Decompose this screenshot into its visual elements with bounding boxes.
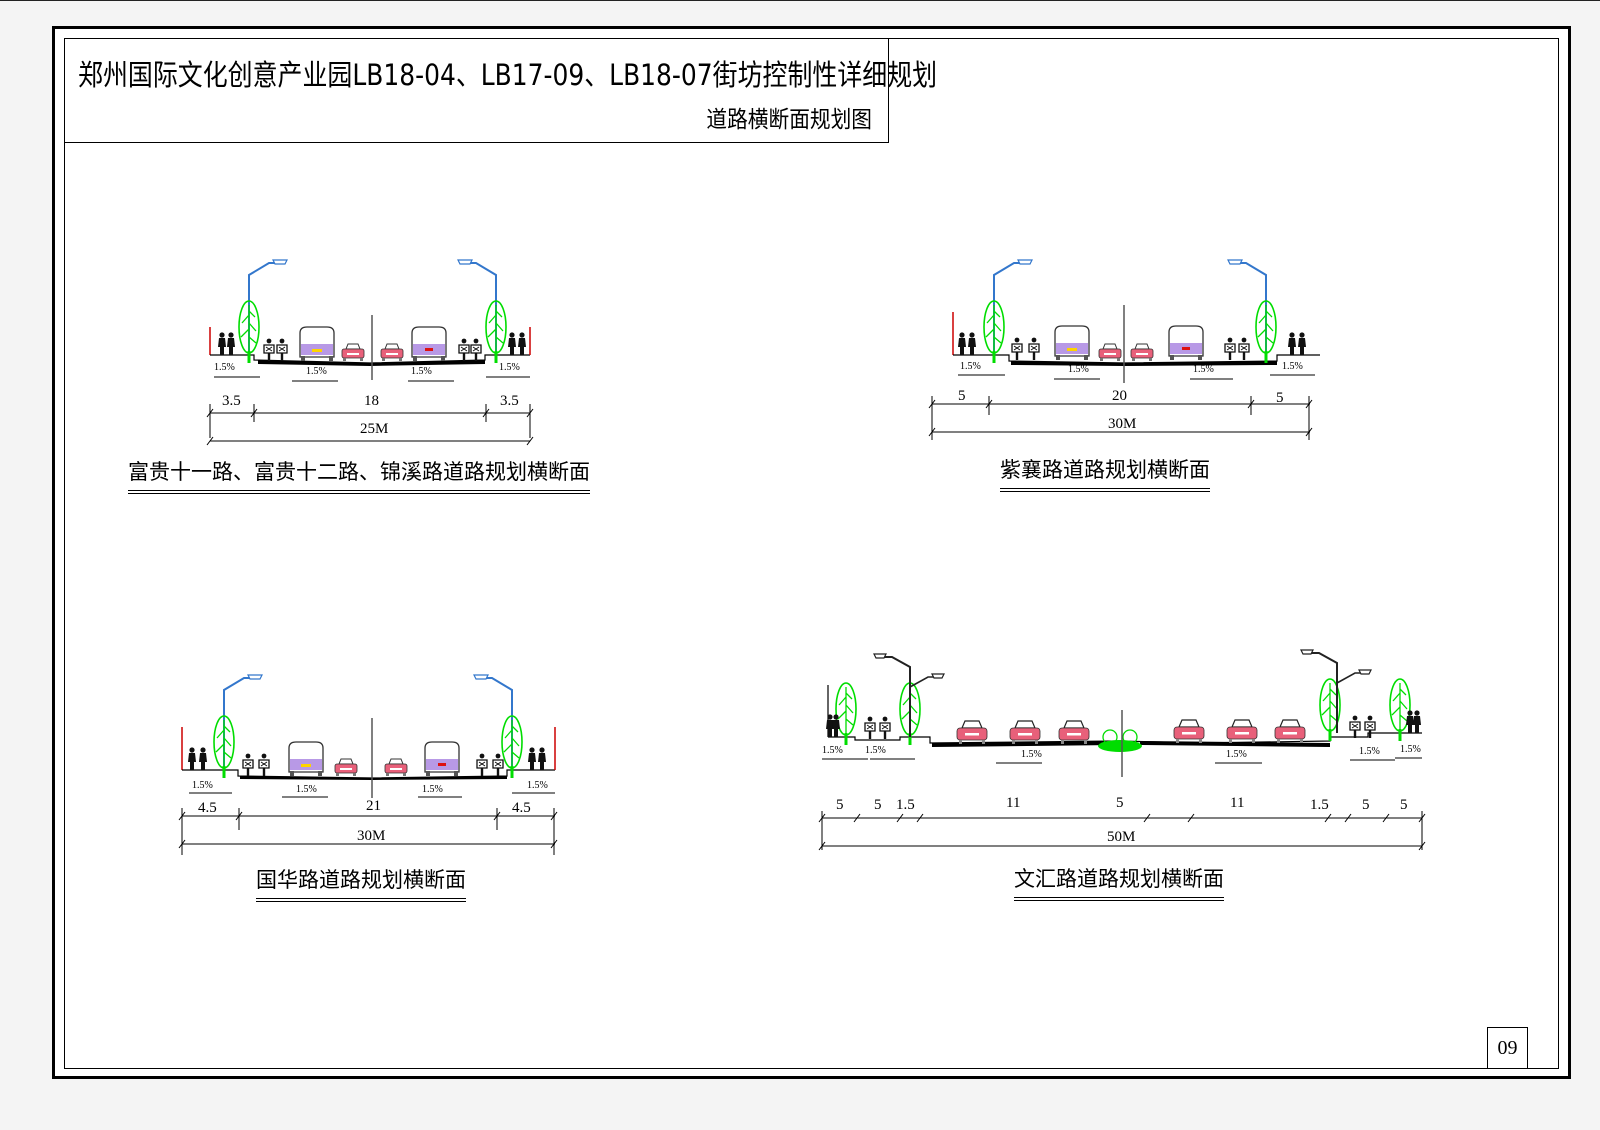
slope-label: 1.5% <box>1359 746 1380 757</box>
slope-label: 1.5% <box>422 784 443 795</box>
slope-label: 1.5% <box>411 366 432 377</box>
slope-label: 1.5% <box>1400 744 1421 755</box>
dim-segment: 11 <box>1230 795 1244 811</box>
top-rule <box>0 0 1600 1</box>
drawing-subtitle: 道路横断面规划图 <box>706 107 872 133</box>
cross-section-fugui: 1.5% 1.5% 1.5% 1.5% 3.5 18 3.5 25M 富贵十一路… <box>128 250 590 494</box>
page-number: 09 <box>1487 1027 1528 1069</box>
cross-section-wenhui: 1.5% 1.5% 1.5% 1.5% 1.5% 1.5% 5 5 1.5 11… <box>810 645 1430 901</box>
drawing-title: 郑州国际文化创意产业园LB18-04、LB17-09、LB18-07街坊控制性详… <box>78 58 938 92</box>
dim-sidewalk-left: 5 <box>958 388 966 404</box>
dim-segment: 1.5 <box>1310 797 1329 813</box>
dim-sidewalk-left: 4.5 <box>198 800 217 816</box>
slope-label: 1.5% <box>296 784 317 795</box>
cross-section-zixiang: 1.5% 1.5% 1.5% 1.5% 5 20 5 30M 紫襄路道路规划横断… <box>920 230 1320 492</box>
dim-sidewalk-right: 4.5 <box>512 800 531 816</box>
slope-label: 1.5% <box>1193 364 1214 375</box>
section-caption: 国华路道路规划横断面 <box>256 864 466 902</box>
dim-roadway: 21 <box>366 798 381 814</box>
cross-section-guohua: 1.5% 1.5% 1.5% 1.5% 4.5 21 4.5 30M 国华路道路… <box>170 640 570 902</box>
drawing-inner-frame <box>64 38 1559 1069</box>
dim-sidewalk-left: 3.5 <box>222 393 241 409</box>
dim-segment: 11 <box>1006 795 1020 811</box>
dim-segment: 1.5 <box>896 797 915 813</box>
slope-label: 1.5% <box>527 780 548 791</box>
cross-section-drawing: 1.5% 1.5% 1.5% 1.5% 5 20 5 30M <box>928 259 1320 440</box>
dim-segment: 5 <box>836 797 844 813</box>
dim-segment: 5 <box>1116 795 1124 811</box>
section-caption: 紫襄路道路规划横断面 <box>1000 454 1210 492</box>
slope-label: 1.5% <box>960 361 981 372</box>
slope-label: 1.5% <box>499 362 520 373</box>
slope-label: 1.5% <box>1226 749 1247 760</box>
dim-roadway: 20 <box>1112 388 1127 404</box>
slope-label: 1.5% <box>306 366 327 377</box>
cross-section-drawing: 1.5% 1.5% 1.5% 1.5% 3.5 18 3.5 25M <box>206 259 534 446</box>
dim-total-width: 50M <box>1107 829 1135 845</box>
section-caption: 文汇路道路规划横断面 <box>1014 863 1224 901</box>
slope-label: 1.5% <box>822 745 843 756</box>
dim-total-width: 30M <box>357 828 385 844</box>
slope-label: 1.5% <box>1021 749 1042 760</box>
slope-label: 1.5% <box>192 780 213 791</box>
dim-segment: 5 <box>1400 797 1408 813</box>
cross-section-drawing: 1.5% 1.5% 1.5% 1.5% 1.5% 1.5% 5 5 1.5 11… <box>818 649 1426 851</box>
dim-sidewalk-right: 3.5 <box>500 393 519 409</box>
dim-roadway: 18 <box>364 393 379 409</box>
slope-label: 1.5% <box>214 362 235 373</box>
dim-segment: 5 <box>874 797 882 813</box>
dim-total-width: 30M <box>1108 416 1136 432</box>
drawing-outer-frame <box>52 26 1571 1079</box>
dim-segment: 5 <box>1362 797 1370 813</box>
dim-sidewalk-right: 5 <box>1276 390 1284 406</box>
slope-label: 1.5% <box>1282 361 1303 372</box>
dim-total-width: 25M <box>360 421 388 437</box>
slope-label: 1.5% <box>865 745 886 756</box>
title-block: 郑州国际文化创意产业园LB18-04、LB17-09、LB18-07街坊控制性详… <box>64 38 937 143</box>
slope-label: 1.5% <box>1068 364 1089 375</box>
cross-section-drawing: 1.5% 1.5% 1.5% 1.5% 4.5 21 4.5 30M <box>178 674 558 855</box>
section-caption: 富贵十一路、富贵十二路、锦溪路道路规划横断面 <box>128 456 590 494</box>
